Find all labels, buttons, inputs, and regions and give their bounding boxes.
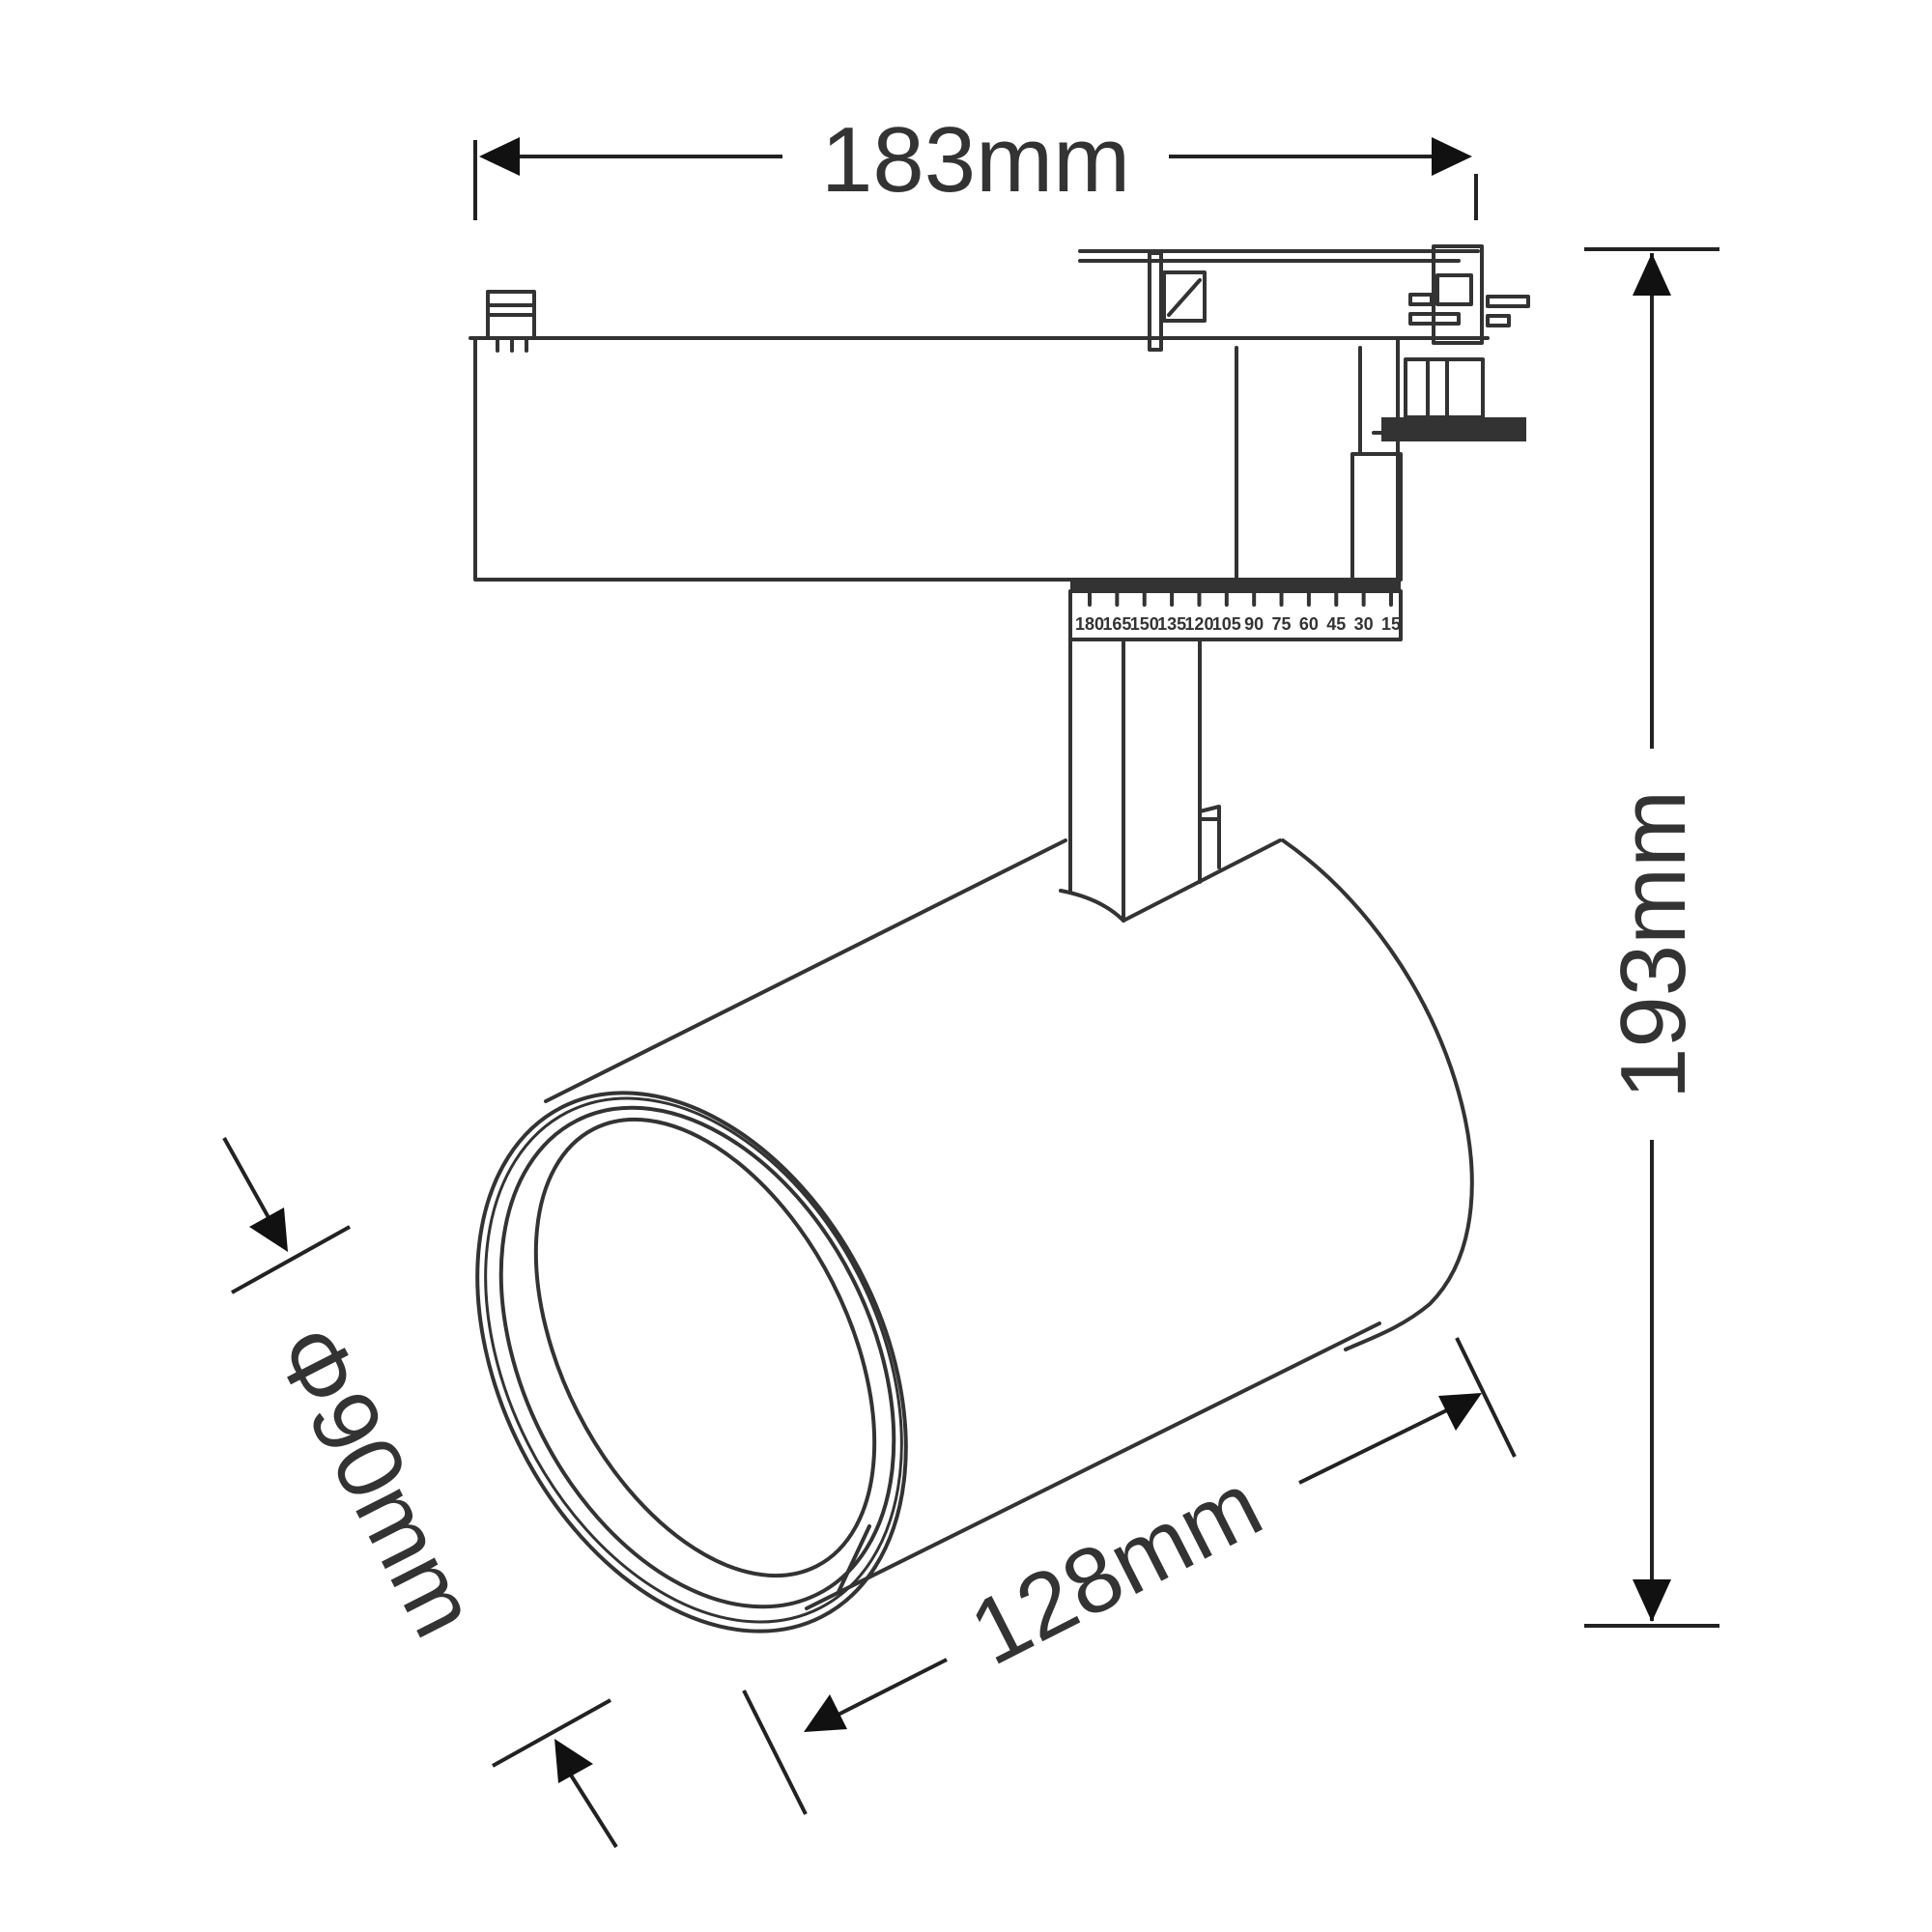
diameter-label: Φ90mm <box>254 1310 497 1652</box>
scale-tick-label: 45 <box>1326 614 1346 634</box>
width-dimension: 183mm <box>473 108 1478 220</box>
scale-tick-label: 150 <box>1130 614 1159 634</box>
scale-tick-label: 60 <box>1299 614 1319 634</box>
length-label: 128mm <box>954 1453 1277 1686</box>
track-adapter <box>469 244 1530 582</box>
lamp-body <box>475 838 1474 1634</box>
scale-tick-label: 165 <box>1102 614 1131 634</box>
mounting-arm <box>1059 638 1282 923</box>
scale-tick-label: 90 <box>1244 614 1264 634</box>
height-label: 193mm <box>1602 790 1705 1099</box>
scale-tick-label: 105 <box>1212 614 1241 634</box>
width-label: 183mm <box>821 108 1130 212</box>
scale-tick-label: 180 <box>1075 614 1104 634</box>
scale-tick-label: 15 <box>1381 614 1401 634</box>
scale-tick-label: 30 <box>1354 614 1374 634</box>
scale-tick-label: 135 <box>1157 614 1186 634</box>
scale-tick-label: 75 <box>1272 614 1292 634</box>
height-dimension: 193mm <box>1584 247 1719 1628</box>
scale-tick-label: 120 <box>1184 614 1213 634</box>
